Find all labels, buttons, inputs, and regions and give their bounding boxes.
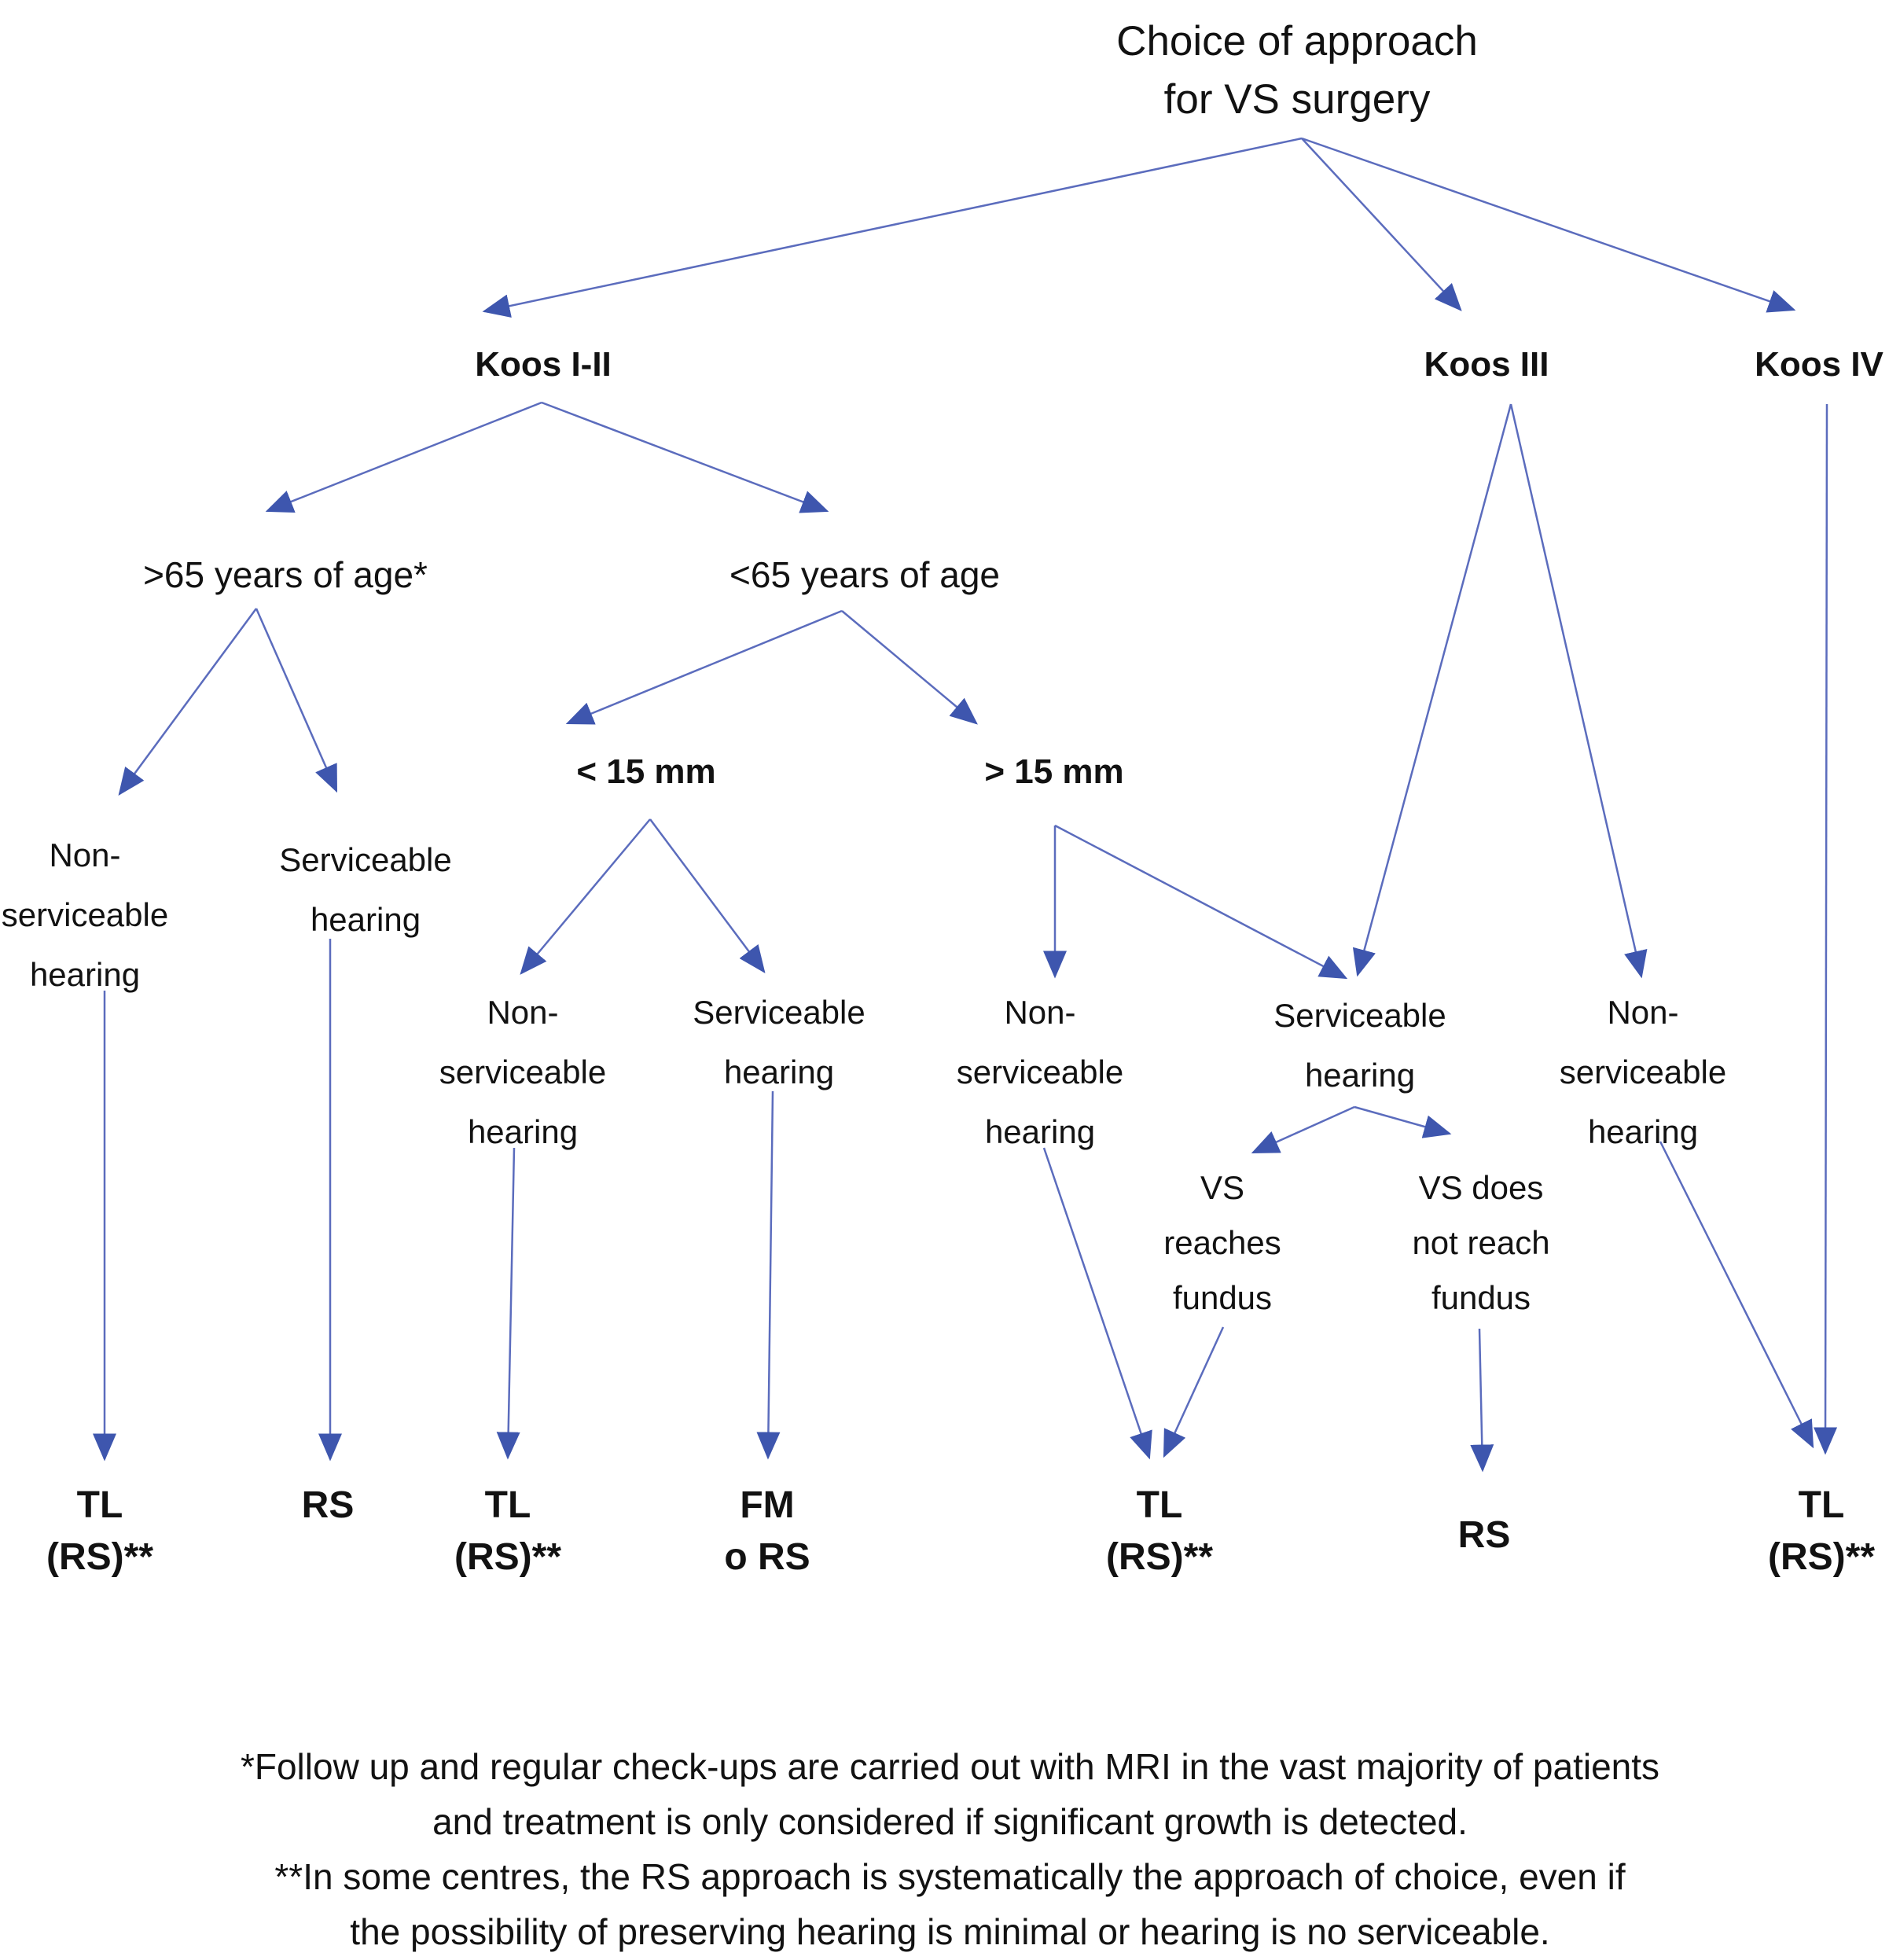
node-line: serviceable xyxy=(956,1054,1124,1090)
leaf-line: TL xyxy=(76,1484,123,1526)
arrow-ns5-tl4 xyxy=(1659,1141,1814,1449)
node-label: Koos IV xyxy=(1755,345,1883,384)
footnotes: *Follow up and regular check-ups are car… xyxy=(0,1739,1900,1959)
node-over-15mm: > 15 mm xyxy=(873,752,1235,792)
node-line: Non- xyxy=(1004,994,1076,1031)
node-over-65: >65 years of age* xyxy=(105,553,466,596)
footnote-line: **In some centres, the RS approach is sy… xyxy=(274,1856,1626,1897)
arrow-vsr-tl3 xyxy=(1163,1326,1225,1458)
leaf-tl-rs-1: TL (RS)** xyxy=(0,1480,218,1583)
node-line: serviceable xyxy=(1559,1054,1727,1090)
arrow-gt65-ns1 xyxy=(118,608,258,796)
node-koos-iii: Koos III xyxy=(1306,344,1667,385)
arrow-koos12-lt65 xyxy=(541,401,829,513)
node-label: Koos I-II xyxy=(475,345,612,384)
leaf-line: (RS)** xyxy=(46,1536,153,1578)
node-nonserviceable-hearing-4: Non- serviceable hearing xyxy=(1462,983,1824,1162)
footnote-line: the possibility of preserving hearing is… xyxy=(350,1911,1550,1952)
footnote-line: and treatment is only considered if sign… xyxy=(432,1801,1468,1842)
leaf-line: TL xyxy=(1136,1484,1183,1526)
leaf-tl-rs-2: TL (RS)** xyxy=(390,1480,626,1583)
node-vs-reaches-fundus: VS reaches fundus xyxy=(1042,1160,1403,1326)
leaf-line: FM xyxy=(740,1484,795,1526)
node-serviceable-hearing-1: Serviceable hearing xyxy=(185,830,546,950)
node-line: serviceable xyxy=(439,1054,607,1090)
arrow-ns4-tl3 xyxy=(1042,1147,1152,1460)
leaf-line: o RS xyxy=(724,1536,810,1578)
arrow-koos3-s4 xyxy=(1352,403,1512,977)
node-nonserviceable-hearing-3: Non- serviceable hearing xyxy=(859,983,1221,1162)
leaf-line: (RS)** xyxy=(1767,1536,1875,1578)
leaf-tl-rs-3: TL (RS)** xyxy=(1042,1480,1277,1583)
node-line: Non- xyxy=(487,994,559,1031)
node-under-15mm: < 15 mm xyxy=(465,752,827,792)
node-vs-does-not-reach-fundus: VS does not reach fundus xyxy=(1300,1160,1662,1326)
node-line: Serviceable xyxy=(693,994,865,1031)
arrow-ns3-tl2 xyxy=(496,1147,520,1460)
node-line: hearing xyxy=(984,1113,1096,1150)
leaf-line: (RS)** xyxy=(1105,1536,1213,1578)
arrow-title-koos4 xyxy=(1301,137,1796,313)
leaf-rs-2: RS xyxy=(1366,1510,1602,1561)
node-label: > 15 mm xyxy=(984,752,1124,791)
node-line: hearing xyxy=(723,1054,835,1090)
node-nonserviceable-hearing-1: Non- serviceable hearing xyxy=(0,826,266,1005)
node-line: Non- xyxy=(49,837,121,873)
node-koos-iv: Koos IV xyxy=(1638,344,1900,385)
leaf-line: TL xyxy=(484,1484,531,1526)
leaf-tl-rs-4: TL (RS)** xyxy=(1703,1480,1900,1583)
node-line: VS does xyxy=(1418,1169,1544,1206)
arrow-gt65-s2 xyxy=(255,608,338,793)
node-label: >65 years of age* xyxy=(143,554,428,595)
footnote-line: *Follow up and regular check-ups are car… xyxy=(240,1746,1660,1787)
leaf-line: (RS)** xyxy=(454,1536,561,1578)
node-line: hearing xyxy=(467,1113,579,1150)
arrow-lt65-lt15 xyxy=(565,609,843,725)
leaf-fm-o-rs: FM o RS xyxy=(649,1480,885,1583)
node-line: Serviceable xyxy=(1273,997,1446,1034)
arrow-lt15-s3 xyxy=(649,818,766,974)
arrow-title-koos3 xyxy=(1301,138,1462,311)
leaf-line: RS xyxy=(301,1484,355,1526)
node-under-65: <65 years of age xyxy=(684,553,1046,596)
node-line: Non- xyxy=(1607,994,1679,1031)
node-label: < 15 mm xyxy=(576,752,716,791)
node-serviceable-hearing-2: Serviceable hearing xyxy=(598,983,960,1102)
arrow-koos12-gt65 xyxy=(265,401,542,513)
node-line: hearing xyxy=(1587,1113,1699,1150)
node-line: serviceable xyxy=(1,896,169,933)
leaf-rs-1: RS xyxy=(210,1480,446,1532)
arrow-title-koos12 xyxy=(482,137,1303,318)
arrow-koos4-tl4 xyxy=(1814,403,1838,1455)
node-koos-i-ii: Koos I-II xyxy=(362,344,724,385)
leaf-line: TL xyxy=(1798,1484,1845,1526)
node-serviceable-hearing-3: Serviceable hearing xyxy=(1179,986,1541,1105)
node-line: hearing xyxy=(1304,1057,1416,1094)
leaf-line: RS xyxy=(1457,1514,1511,1556)
title-line: for VS surgery xyxy=(1163,76,1431,123)
node-line: fundus xyxy=(1172,1279,1273,1316)
node-line: hearing xyxy=(310,901,421,938)
node-line: hearing xyxy=(29,956,141,993)
arrow-vsn-rs2 xyxy=(1470,1328,1494,1473)
diagram-title: Choice of approach for VS surgery xyxy=(1022,13,1572,129)
arrow-s4-vsn xyxy=(1354,1105,1452,1138)
node-label: Koos III xyxy=(1424,345,1549,384)
arrow-lt15-ns3 xyxy=(520,818,651,975)
node-nonserviceable-hearing-2: Non- serviceable hearing xyxy=(342,983,704,1162)
node-line: not reach xyxy=(1412,1224,1550,1261)
node-line: fundus xyxy=(1431,1279,1531,1316)
arrow-koos3-ns5 xyxy=(1509,403,1648,979)
arrow-gt15-s4 xyxy=(1054,824,1348,980)
node-line: Serviceable xyxy=(279,841,452,878)
node-label: <65 years of age xyxy=(729,554,1000,595)
title-line: Choice of approach xyxy=(1116,18,1478,64)
arrow-lt65-gt15 xyxy=(841,610,978,725)
arrow-s3-fm xyxy=(756,1090,781,1460)
node-line: VS xyxy=(1200,1169,1245,1206)
arrow-s4-vsr xyxy=(1251,1105,1355,1154)
node-line: reaches xyxy=(1163,1224,1281,1261)
